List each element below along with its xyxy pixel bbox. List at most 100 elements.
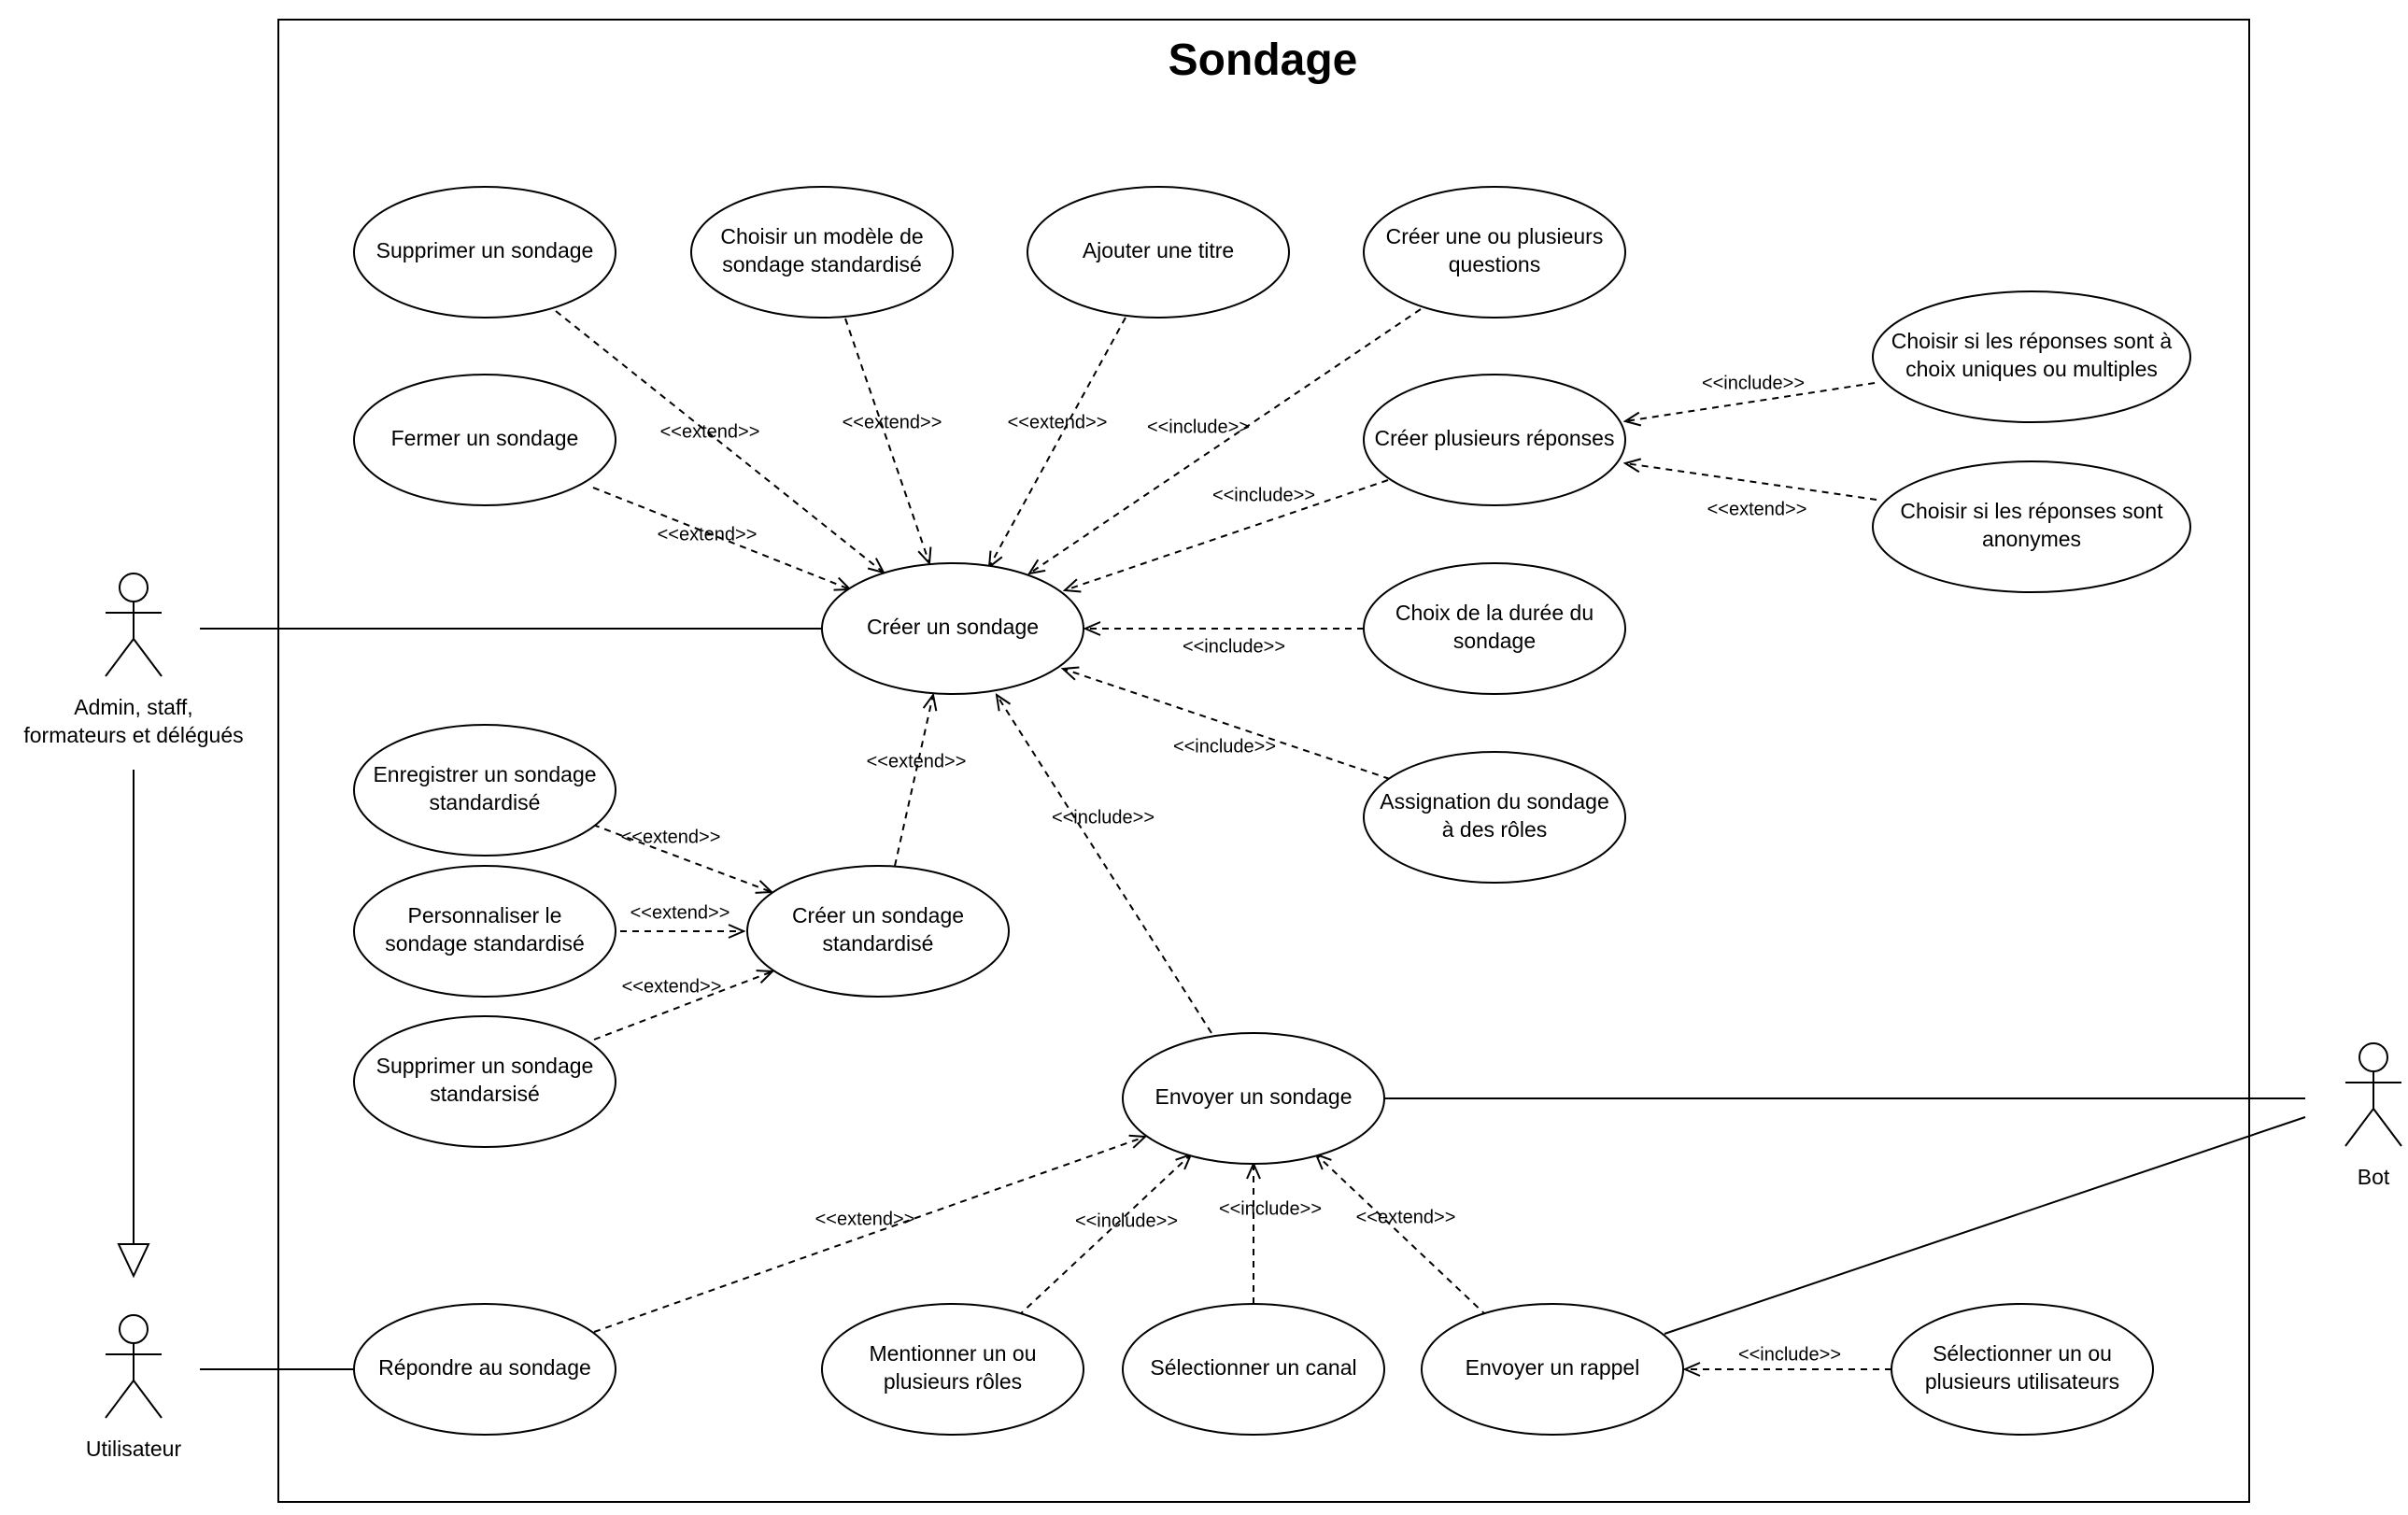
usecase-label: choix uniques ou multiples: [1905, 357, 2158, 381]
relation-r3[interactable]: <<extend>>: [989, 317, 1126, 567]
usecase-label: Répondre au sondage: [378, 1355, 591, 1380]
usecase-creer[interactable]: Créer un sondage: [821, 562, 1084, 695]
usecase-envoyer[interactable]: Envoyer un sondage: [1122, 1032, 1385, 1165]
relation-r8[interactable]: <<extend>>: [1625, 463, 1877, 519]
usecase-ellipse[interactable]: [1363, 562, 1626, 695]
usecase-ellipse[interactable]: [1872, 460, 2191, 593]
relation-label: <<include>>: [1075, 1211, 1178, 1231]
usecase-ellipse[interactable]: [353, 374, 616, 506]
usecase-ellipse[interactable]: [1363, 374, 1626, 506]
usecase-label: sondage standardisé: [385, 931, 585, 956]
usecase-supprimer[interactable]: Supprimer un sondage: [353, 186, 616, 319]
usecase-ellipse[interactable]: [353, 865, 616, 998]
relation-r9[interactable]: <<include>>: [1085, 629, 1364, 657]
usecase-label: Choix de la durée du: [1395, 601, 1594, 625]
usecase-label: Choisir un modèle de: [720, 224, 923, 248]
usecase-repondre[interactable]: Répondre au sondage: [353, 1303, 616, 1436]
association-bot-rappel[interactable]: [1664, 1116, 2306, 1335]
usecase-label: Ajouter une titre: [1083, 238, 1234, 262]
usecase-label: standardisé: [430, 790, 541, 814]
usecase-ellipse[interactable]: [1872, 290, 2191, 423]
usecase-label: plusieurs utilisateurs: [1925, 1369, 2119, 1394]
relation-r16[interactable]: <<extend>>: [593, 1137, 1145, 1333]
usecase-fermer[interactable]: Fermer un sondage: [353, 374, 616, 506]
usecase-label: Créer une ou plusieurs: [1386, 224, 1604, 248]
actor-figure-icon: [105, 1314, 163, 1419]
usecase-ellipse[interactable]: [1363, 186, 1626, 319]
usecase-label: Créer un sondage: [867, 615, 1039, 639]
relation-r11[interactable]: <<extend>>: [867, 695, 967, 867]
usecase-label: standardisé: [823, 931, 934, 956]
relation-label: <<include>>: [1173, 736, 1276, 757]
relation-r5[interactable]: <<extend>>: [592, 487, 850, 589]
usecase-label: Envoyer un sondage: [1155, 1084, 1353, 1109]
relation-label: <<extend>>: [843, 412, 942, 432]
relation-r12[interactable]: <<extend>>: [592, 824, 772, 892]
usecase-reponses[interactable]: Créer plusieurs réponses: [1363, 374, 1626, 506]
usecase-ellipse[interactable]: [690, 186, 954, 319]
usecase-perso[interactable]: Personnaliser le sondage standardisé: [353, 865, 616, 998]
usecase-canal[interactable]: Sélectionner un canal: [1122, 1303, 1385, 1436]
relation-r10[interactable]: <<include>>: [1063, 669, 1391, 780]
usecase-ellipse[interactable]: [353, 1303, 616, 1436]
relations: <<extend>><<extend>><<extend>><<include>…: [555, 308, 1891, 1369]
usecase-questions[interactable]: Créer une ou plusieurs questions: [1363, 186, 1626, 319]
usecase-ellipse[interactable]: [1027, 186, 1290, 319]
relation-r2[interactable]: <<extend>>: [843, 318, 942, 563]
actor-admin[interactable]: Admin, staff,formateurs et délégués: [23, 573, 244, 747]
usecase-label: Sélectionner un canal: [1150, 1355, 1356, 1380]
relation-label: <<extend>>: [660, 421, 760, 442]
usecase-titre[interactable]: Ajouter une titre: [1027, 186, 1290, 319]
usecase-ellipse[interactable]: [1122, 1032, 1385, 1165]
usecase-label: questions: [1449, 252, 1540, 276]
usecase-label: Personnaliser le: [408, 903, 562, 927]
relation-label: <<extend>>: [815, 1209, 915, 1229]
relation-label: <<include>>: [1052, 807, 1154, 828]
usecase-label: Créer plusieurs réponses: [1375, 426, 1615, 450]
usecase-enregistrer[interactable]: Enregistrer un sondage standardisé: [353, 724, 616, 857]
generalization-admin-user[interactable]: [117, 770, 150, 1279]
relation-r18[interactable]: <<include>>: [1219, 1164, 1322, 1304]
usecase-ellipse[interactable]: [1891, 1303, 2154, 1436]
relation-r19[interactable]: <<extend>>: [1316, 1154, 1488, 1317]
usecase-ellipse[interactable]: [353, 186, 616, 319]
usecase-ellipse[interactable]: [1421, 1303, 1684, 1436]
actor-figure-icon: [105, 573, 163, 677]
usecase-ellipse[interactable]: [353, 724, 616, 857]
relation-r13[interactable]: <<extend>>: [620, 902, 744, 931]
relation-r1[interactable]: <<extend>>: [555, 310, 884, 573]
actor-user[interactable]: Utilisateur: [86, 1314, 182, 1461]
relation-r7[interactable]: <<include>>: [1625, 373, 1876, 421]
relation-r14[interactable]: <<extend>>: [593, 971, 772, 1041]
usecase-ellipse[interactable]: [1122, 1303, 1385, 1436]
usecase-ellipse[interactable]: [1363, 751, 1626, 884]
actor-label: formateurs et délégués: [23, 723, 243, 747]
usecase-users_sel[interactable]: Sélectionner un ou plusieurs utilisateurs: [1891, 1303, 2154, 1436]
relation-label: <<extend>>: [867, 751, 967, 772]
relation-label: <<include>>: [1219, 1198, 1322, 1219]
usecase-label: Enregistrer un sondage: [373, 762, 596, 786]
usecase-label: Sélectionner un ou: [1933, 1341, 2112, 1366]
usecase-ellipse[interactable]: [821, 1303, 1084, 1436]
relation-r15[interactable]: <<include>>: [997, 695, 1212, 1034]
actor-bot[interactable]: Bot: [2344, 1042, 2402, 1189]
relation-r20[interactable]: <<include>>: [1685, 1344, 1891, 1369]
usecase-rappel[interactable]: Envoyer un rappel: [1421, 1303, 1684, 1436]
usecase-ellipse[interactable]: [746, 865, 1010, 998]
relation-r17[interactable]: <<include>>: [1017, 1154, 1191, 1317]
relation-r4[interactable]: <<include>>: [1029, 308, 1422, 573]
relation-r6[interactable]: <<include>>: [1065, 479, 1389, 590]
actor-figure-icon: [2344, 1042, 2402, 1147]
usecase-label: plusieurs rôles: [884, 1369, 1022, 1394]
usecase-ellipse[interactable]: [821, 562, 1084, 695]
usecase-label: à des rôles: [1442, 817, 1548, 842]
usecase-ellipse[interactable]: [353, 1015, 616, 1148]
